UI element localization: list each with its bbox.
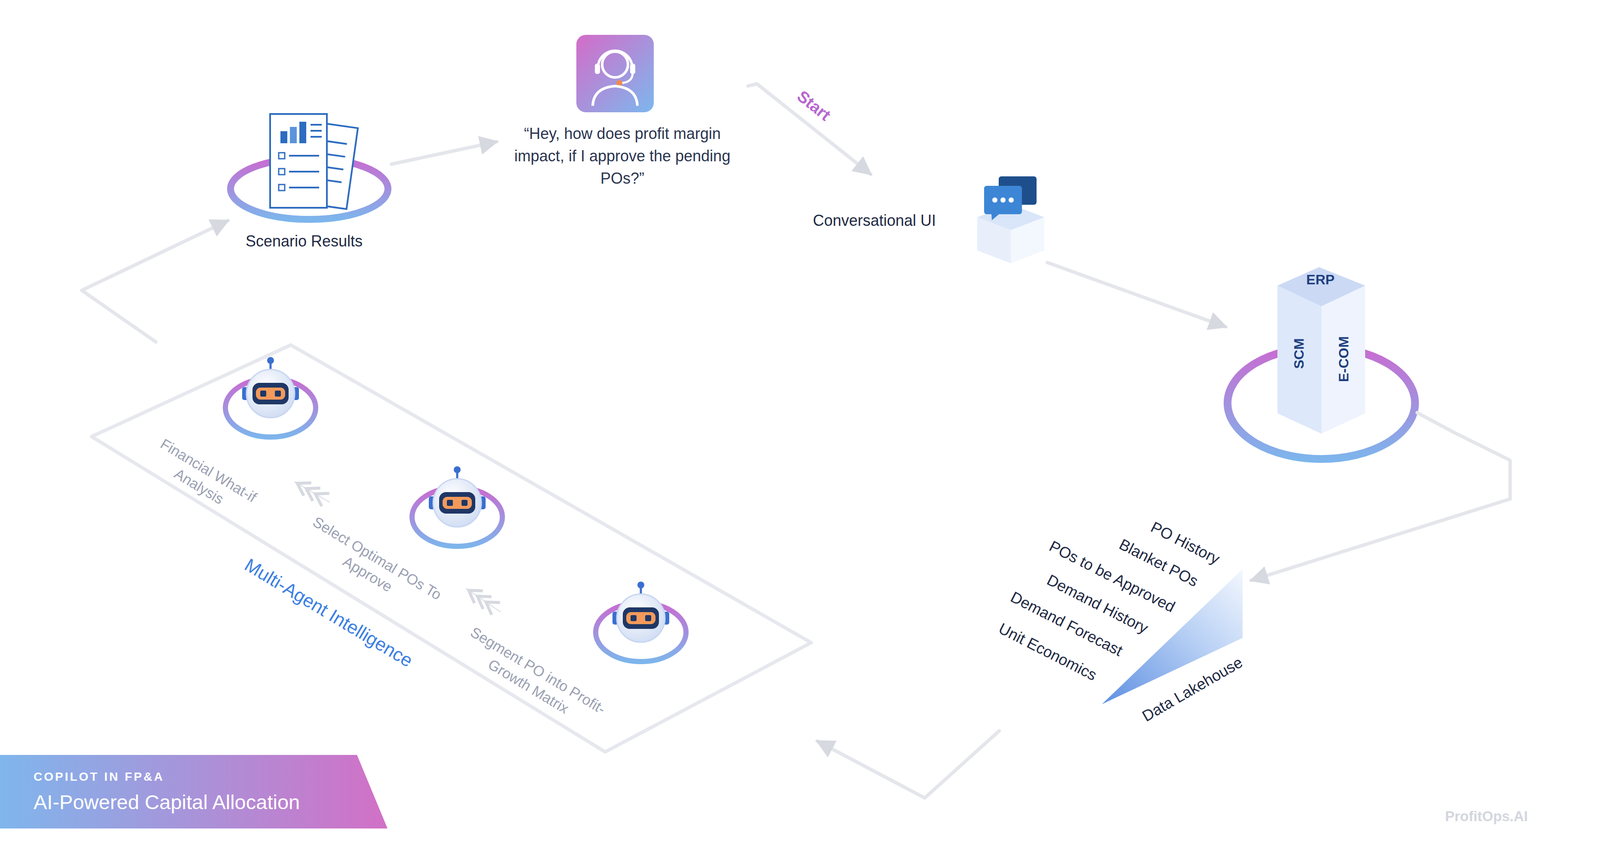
banner-text: AI-Powered Capital Allocation [33,789,300,816]
flow-arrow [817,730,1000,798]
flow-arrow [747,83,871,175]
watermark: ProfitOps.AI [1445,807,1529,825]
node-label: Financial What-if Analysis [139,429,269,527]
flow-arrow [81,220,228,342]
data-lakehouse: PO HistoryBlanket POsPOs to be ApprovedD… [990,511,1251,731]
title-banner: COPILOT IN FP&A AI-Powered Capital Alloca… [0,754,388,829]
flow-arrow [391,141,497,164]
node-label: SCM [1290,338,1308,369]
node-label: Data Lakehouse [1138,652,1247,726]
platform-outline [88,341,818,755]
erp-pillar: ERP SCM E-COM [1225,258,1418,465]
node-label: ERP [1306,270,1335,289]
user-query-node: “Hey, how does profit margin impact, if … [496,34,748,195]
node-label: Scenario Results [245,231,363,251]
flow-arrow [1251,412,1511,581]
node-label: Conversational UI [812,210,936,231]
scenario-node: Scenario Results [227,107,392,256]
node-label: “Hey, how does profit margin impact, if … [501,122,743,191]
agent-node: Segment PO into Profit-Growth Matrix [448,574,688,742]
agent-node: Select Optimal POs To Approve [293,459,504,626]
conversational-ui-node: Conversational UI [807,174,1048,265]
node-label: Segment PO into Profit-Growth Matrix [453,620,613,737]
agent-node: Financial What-if Analysis [134,350,317,533]
node-label: Select Optimal POs To Approve [298,511,447,621]
node-label: E-COM [1335,336,1353,383]
banner-text: COPILOT IN FP&A [33,769,165,785]
flow-arrow [1047,262,1226,327]
platform-outline-outline [91,344,812,752]
chevron-connector [294,481,330,502]
chevron-connector [466,588,501,612]
edge-label: Start [790,84,837,128]
multi-agent-platform: Multi-Agent IntelligenceSegment PO into … [88,341,818,755]
banner-band-outline [0,754,388,829]
